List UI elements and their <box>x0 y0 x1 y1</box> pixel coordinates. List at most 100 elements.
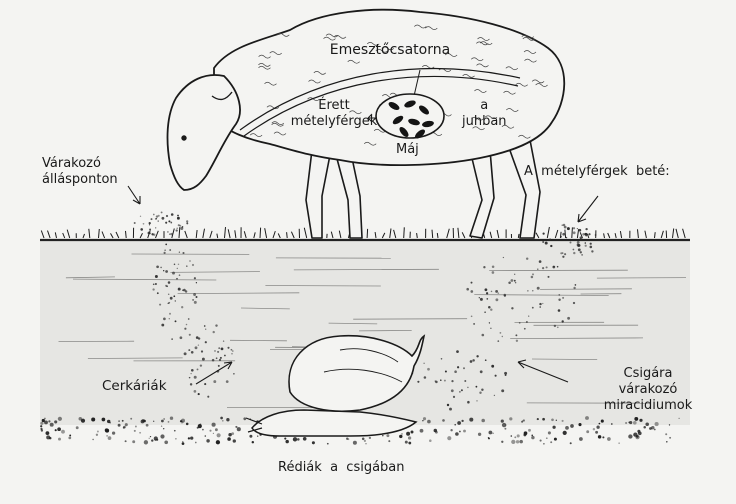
grass-blade <box>604 233 605 238</box>
dot <box>140 228 143 231</box>
grass-blade <box>196 230 197 238</box>
sediment-speck <box>655 422 659 426</box>
dot <box>160 267 162 269</box>
dot <box>176 229 178 231</box>
sediment-speck <box>154 436 158 440</box>
dot <box>570 242 572 244</box>
dot <box>194 376 197 379</box>
grass-blade <box>620 231 621 238</box>
grass-blade <box>367 229 368 238</box>
dot <box>223 340 224 341</box>
sediment-speck <box>639 419 642 422</box>
sediment-speck <box>206 439 209 442</box>
dot <box>537 287 540 290</box>
sediment-speck <box>215 428 218 431</box>
grass-blade <box>608 233 610 238</box>
sediment-speck <box>163 418 164 419</box>
grass-blade <box>661 231 663 238</box>
grass-blade <box>254 232 255 238</box>
dot <box>578 244 581 247</box>
dot <box>165 285 167 287</box>
sediment-speck <box>501 441 503 443</box>
sediment-speck <box>556 420 557 421</box>
dot <box>169 234 170 235</box>
sediment-speck <box>118 420 120 422</box>
dot <box>491 291 493 293</box>
miracidia-waiting-label: Csigára várakozó miracidiumok <box>588 366 708 414</box>
sediment-speck <box>175 438 177 440</box>
dot <box>186 324 188 326</box>
sediment-speck <box>537 418 539 420</box>
sediment-speck <box>195 442 197 444</box>
sediment-speck <box>517 434 520 437</box>
sediment-speck <box>629 421 632 424</box>
dot <box>481 389 483 391</box>
sediment-speck <box>637 430 640 433</box>
sediment-speck <box>628 434 632 438</box>
sediment-speck <box>454 424 456 426</box>
dot <box>528 315 529 316</box>
dot <box>495 290 498 293</box>
sheep-eye <box>182 136 186 140</box>
dot <box>590 246 593 249</box>
dot <box>595 234 597 236</box>
dot <box>562 256 564 258</box>
dot <box>573 302 575 304</box>
grass-blade <box>126 231 127 238</box>
sediment-speck <box>50 423 54 427</box>
dot <box>557 326 559 328</box>
sediment-speck <box>601 420 604 423</box>
sediment-speck <box>651 426 654 429</box>
sediment-speck <box>106 435 108 437</box>
sediment-speck <box>469 418 473 422</box>
dot <box>214 350 215 351</box>
dot <box>508 282 511 285</box>
dot <box>490 328 491 329</box>
dot <box>193 293 196 296</box>
dot <box>579 236 581 238</box>
sediment-speck <box>161 426 162 427</box>
sediment-speck <box>369 437 371 439</box>
dot <box>151 218 153 220</box>
grass-blade <box>179 227 180 238</box>
sediment-speck <box>102 418 106 422</box>
grass-blade <box>339 231 341 238</box>
dot <box>194 277 196 279</box>
dot <box>473 323 475 325</box>
grass-blade <box>217 234 218 238</box>
sediment-speck <box>164 440 168 444</box>
dot <box>582 233 585 236</box>
sediment-speck <box>139 432 141 434</box>
dot <box>585 228 587 230</box>
dot <box>445 370 447 372</box>
dot <box>189 260 190 261</box>
sediment-speck <box>516 440 519 443</box>
dot <box>532 307 534 309</box>
in-sheep-label: a juhban <box>462 98 507 130</box>
sediment-speck <box>79 417 83 421</box>
sediment-speck <box>297 438 300 441</box>
dot <box>168 302 170 304</box>
sediment-speck <box>346 438 348 440</box>
grass-blade <box>63 233 65 238</box>
sediment-speck <box>510 435 512 437</box>
grass-blade <box>676 229 678 238</box>
sediment-speck <box>362 438 365 441</box>
dot <box>177 268 178 269</box>
dot <box>155 275 158 278</box>
dot <box>170 297 173 300</box>
dot <box>153 214 155 216</box>
sediment-speck <box>55 429 57 431</box>
sediment-speck <box>528 429 531 432</box>
sediment-speck <box>434 429 438 433</box>
dot <box>539 303 541 305</box>
sediment-speck <box>579 437 583 441</box>
dot <box>489 322 490 323</box>
grass-blade <box>273 231 275 238</box>
dot <box>504 372 507 375</box>
sediment-speck <box>284 438 286 440</box>
sediment-speck <box>598 435 601 438</box>
dot <box>192 299 194 301</box>
sediment-speck <box>46 431 50 435</box>
grass-blade <box>185 231 188 238</box>
